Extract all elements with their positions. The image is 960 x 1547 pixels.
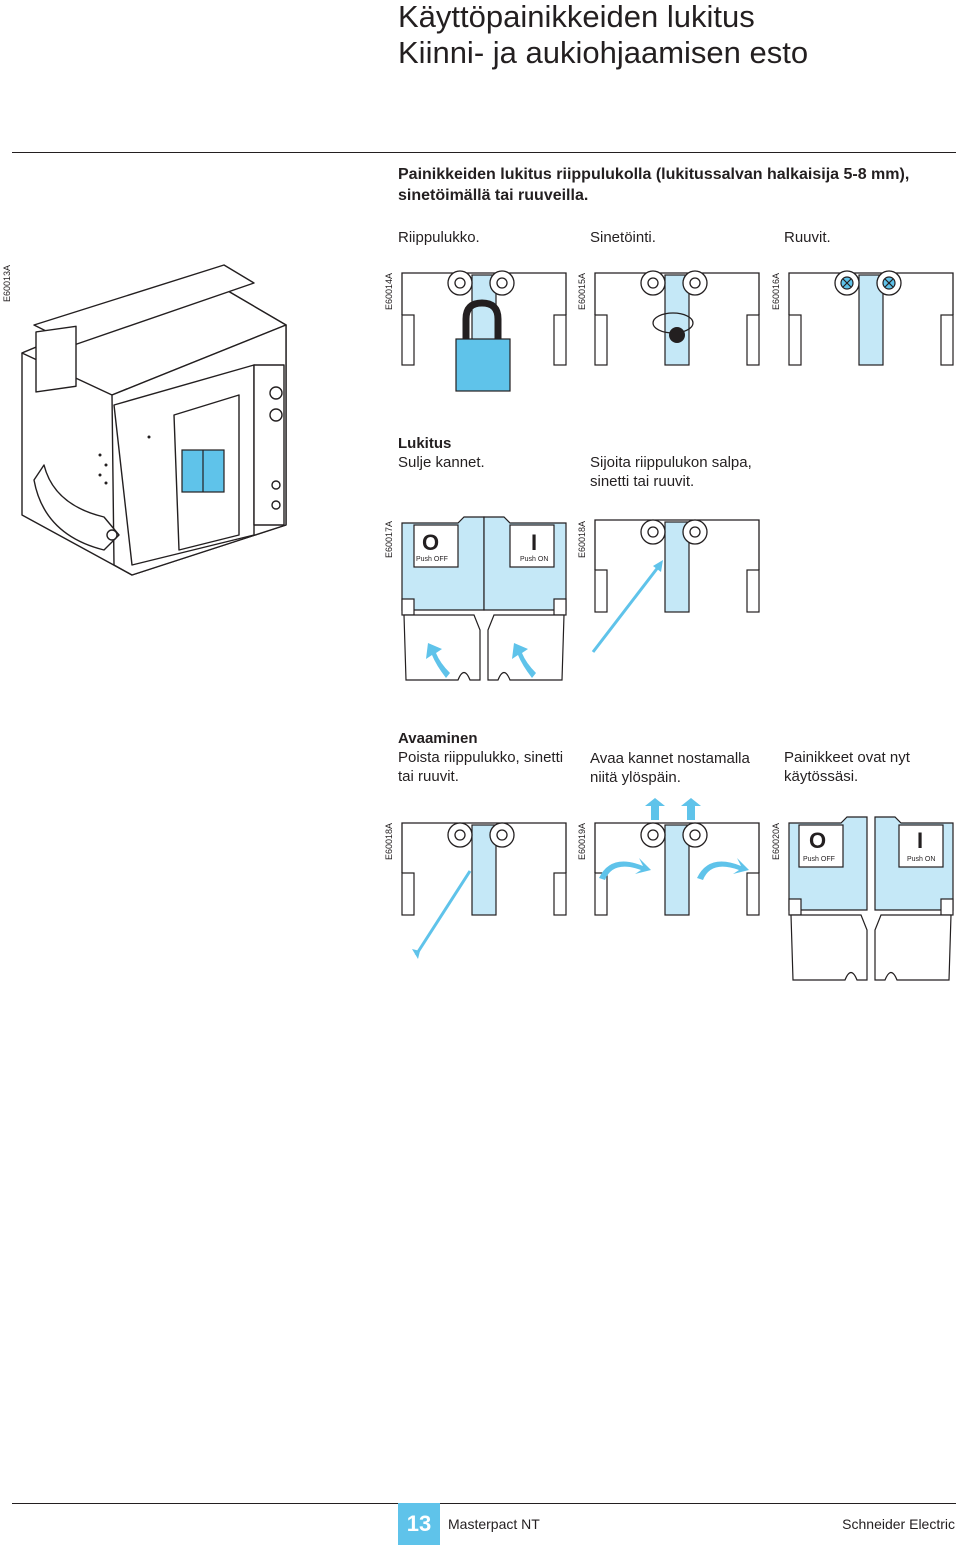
breaker-illustration <box>21 264 287 576</box>
unlocking-step-1-text: Poista riippulukko, sinetti tai ruuvit. <box>398 749 564 785</box>
off-button-label: Push OFF <box>416 556 448 563</box>
unlock-remove-diagram <box>401 822 567 959</box>
unlocking-step-3: Painikkeet ovat nyt käytössäsi. <box>784 749 910 785</box>
locking-step-1: Lukitus Sulje kannet. <box>398 434 578 472</box>
caption-padlock: Riippulukko. <box>398 229 480 246</box>
unlock-ready-diagram <box>788 816 954 981</box>
locking-step-1-text: Sulje kannet. <box>398 454 485 471</box>
closed-covers-diagram <box>401 516 567 681</box>
unlocking-step-1: Avaaminen Poista riippulukko, sinetti ta… <box>398 729 578 786</box>
screws-diagram <box>788 270 954 366</box>
intro-text: Painikkeiden lukitus riippulukolla (luki… <box>398 166 910 204</box>
ready-off-button-label: Push OFF <box>803 856 835 863</box>
footer-divider <box>12 1503 956 1504</box>
locking-heading: Lukitus <box>398 435 452 452</box>
page-title: Käyttöpainikkeiden lukitus <box>398 0 755 34</box>
unlocking-step-2: Avaa kannet nostamalla niitä ylöspäin. <box>590 750 750 786</box>
seal-diagram <box>594 270 760 366</box>
title-divider <box>12 152 956 153</box>
figure-code-cover-lock: E60018A <box>577 520 587 558</box>
ready-on-button-label: Push ON <box>907 856 936 863</box>
on-button-symbol: I <box>531 530 538 555</box>
footer-brand: Schneider Electric <box>842 1516 955 1532</box>
off-button-symbol: O <box>422 530 440 555</box>
page-subtitle: Kiinni- ja aukiohjaamisen esto <box>398 35 809 70</box>
figure-code-seal: E60015A <box>577 272 587 310</box>
ready-off-button-symbol: O <box>809 828 827 853</box>
padlock-diagram <box>401 270 567 392</box>
caption-screws: Ruuvit. <box>784 229 831 246</box>
figure-code-unlock-ready: E60020A <box>771 822 781 860</box>
figure-code-breaker: E60013A <box>2 264 12 302</box>
figure-code-padlock: E60014A <box>384 272 394 310</box>
page-number: 13 <box>398 1503 440 1545</box>
ready-on-button-symbol: I <box>917 828 924 853</box>
on-button-label: Push ON <box>520 556 549 563</box>
figure-code-unlock-lift: E60019A <box>577 822 587 860</box>
footer-product: Masterpact NT <box>448 1516 540 1532</box>
figure-code-screws: E60016A <box>771 272 781 310</box>
lock-placement-diagram <box>591 519 760 653</box>
figure-code-cover-closed: E60017A <box>384 520 394 558</box>
caption-seal: Sinetöinti. <box>590 229 656 246</box>
figure-code-unlock-remove: E60018A <box>384 822 394 860</box>
unlock-lift-diagram <box>594 798 760 916</box>
unlocking-heading: Avaaminen <box>398 730 478 747</box>
locking-step-2: Sijoita riippulukon salpa, sinetti tai r… <box>590 454 752 490</box>
